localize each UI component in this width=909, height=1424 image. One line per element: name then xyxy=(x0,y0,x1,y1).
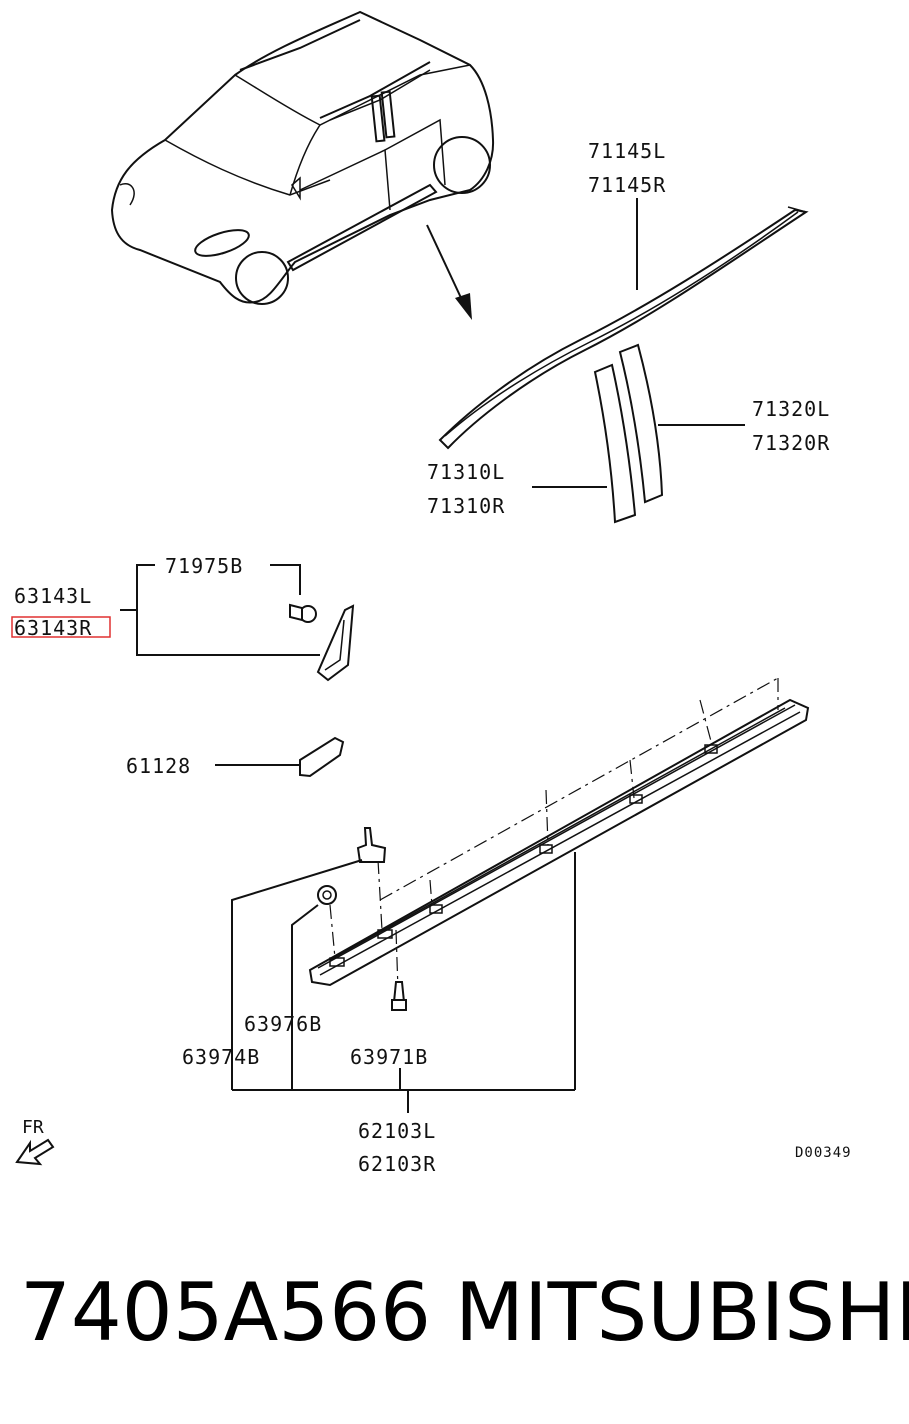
label-62103r: 62103R xyxy=(358,1152,436,1176)
clip-icon xyxy=(289,603,317,623)
lamp-part xyxy=(299,736,345,778)
label-63971b: 63971B xyxy=(350,1045,428,1069)
label-63974b: 63974B xyxy=(182,1045,260,1069)
screw-icon xyxy=(391,981,407,1011)
fr-arrow-icon xyxy=(15,1138,55,1166)
roof-molding-part xyxy=(438,206,809,450)
part-number: 7405A566 xyxy=(20,1266,431,1359)
label-61128: 61128 xyxy=(126,754,191,778)
label-62103l: 62103L xyxy=(358,1119,436,1143)
brand-name: MITSUBISHI xyxy=(455,1266,909,1359)
assembly-lines xyxy=(329,677,779,991)
garnish-part xyxy=(316,604,355,682)
arrow-icon xyxy=(426,224,472,320)
label-63976b: 63976B xyxy=(244,1012,322,1036)
label-71310r: 71310R xyxy=(427,494,505,518)
diagram-code: D00349 xyxy=(795,1145,852,1161)
label-71320l: 71320L xyxy=(752,397,830,421)
car-illustration xyxy=(110,10,495,305)
sill-molding-part xyxy=(308,698,810,987)
label-71320r: 71320R xyxy=(752,431,830,455)
label-71145l: 71145L xyxy=(588,139,666,163)
label-71145r: 71145R xyxy=(588,173,666,197)
label-63143r: 63143R xyxy=(14,616,92,640)
highlight-box xyxy=(11,616,111,638)
label-63143l: 63143L xyxy=(14,584,92,608)
label-71310l: 71310L xyxy=(427,460,505,484)
clip-icon xyxy=(317,827,387,905)
pillar-tape-parts xyxy=(593,343,664,524)
fr-label: FR xyxy=(22,1117,44,1138)
label-71975b: 71975B xyxy=(165,554,243,578)
